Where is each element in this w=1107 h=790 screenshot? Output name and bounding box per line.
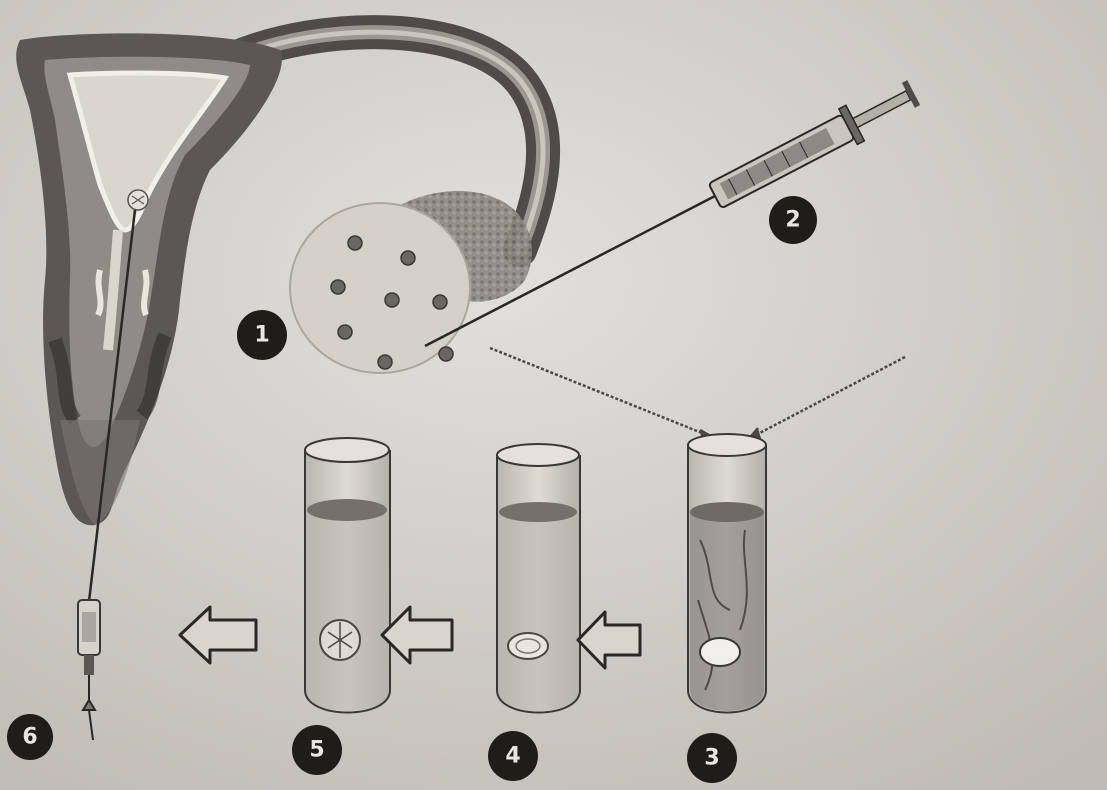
step-number: 1 bbox=[254, 323, 269, 348]
step-number: 6 bbox=[22, 725, 37, 750]
step-badge-2: 2 bbox=[769, 196, 817, 244]
step-badge-5: 5 bbox=[292, 725, 342, 775]
step-number: 4 bbox=[505, 744, 520, 769]
zygote bbox=[508, 633, 548, 659]
step-badge-1: 1 bbox=[237, 310, 287, 360]
step-number: 2 bbox=[785, 208, 800, 233]
test-tube-icon bbox=[688, 434, 766, 713]
step-badge-6: 6 bbox=[7, 714, 53, 760]
test-tube-icon bbox=[497, 444, 580, 713]
step-number: 5 bbox=[309, 738, 324, 763]
test-tube-icon bbox=[305, 438, 390, 713]
oocyte bbox=[700, 638, 740, 666]
step-number: 3 bbox=[704, 746, 719, 771]
step-badge-3: 3 bbox=[687, 733, 737, 783]
step-badge-4: 4 bbox=[488, 731, 538, 781]
